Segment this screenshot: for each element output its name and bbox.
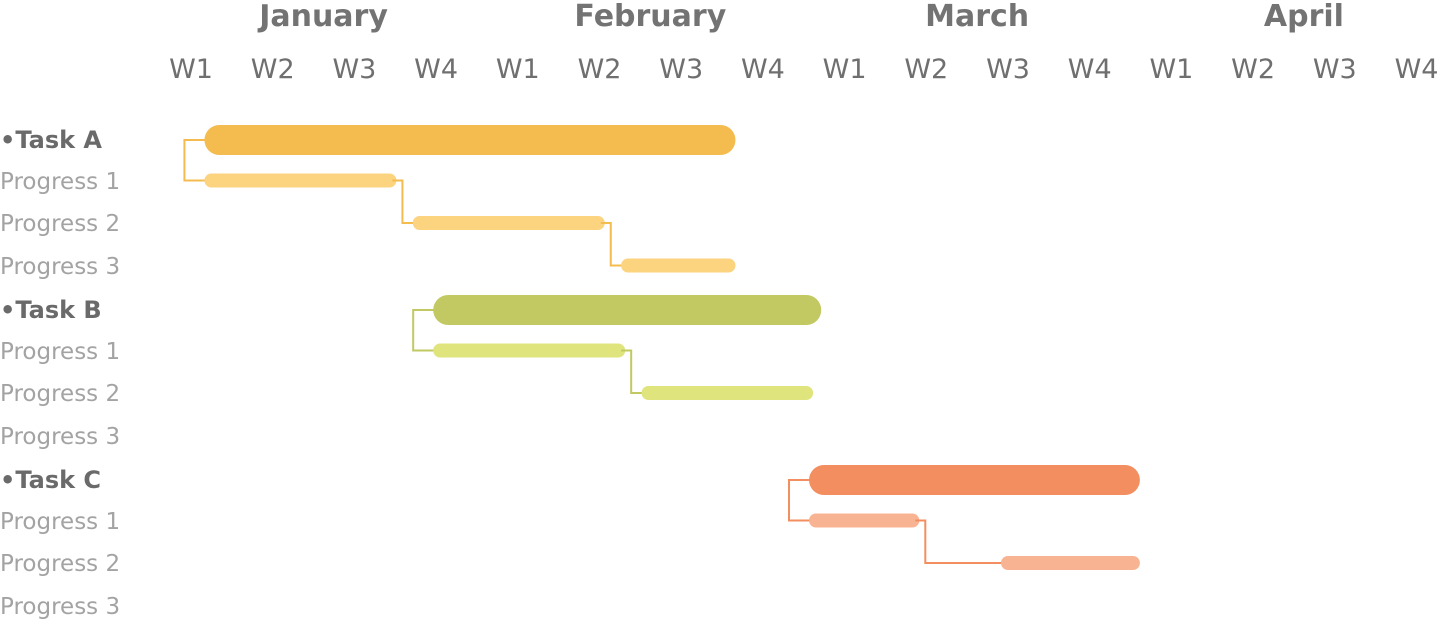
progress-label: Progress 3 (0, 593, 121, 619)
week-label: W1 (169, 54, 213, 85)
week-label: W4 (740, 54, 785, 85)
week-label: W2 (250, 54, 295, 85)
progress-label: Progress 1 (0, 508, 121, 535)
progress-bar (412, 216, 605, 230)
progress-label: Progress 2 (0, 551, 121, 577)
month-label: January (259, 0, 388, 34)
week-label: W3 (1312, 54, 1357, 85)
month-label: February (574, 0, 727, 34)
week-label: W3 (332, 54, 377, 85)
dependency-connector (600, 222, 626, 267)
week-label: W1 (1149, 54, 1194, 85)
week-label: W1 (822, 54, 867, 85)
progress-label: Progress 1 (0, 338, 121, 365)
dependency-connector (183, 139, 209, 182)
task-bar (433, 295, 822, 325)
progress-bar (433, 343, 626, 358)
week-label: W4 (1394, 54, 1439, 85)
week-label: W2 (1231, 54, 1276, 85)
task-bar (204, 125, 736, 155)
week-label: W4 (414, 54, 459, 85)
task-label: •Task C (0, 466, 102, 494)
task-label: •Task B (0, 296, 102, 324)
week-label: W4 (1067, 54, 1112, 85)
progress-label: Progress 2 (0, 381, 121, 407)
month-label: March (925, 0, 1030, 34)
progress-bar (1001, 556, 1140, 570)
week-label: W2 (577, 54, 622, 85)
dependency-connector (392, 179, 417, 224)
progress-bar (621, 258, 736, 273)
progress-label: Progress 3 (0, 423, 121, 450)
dependency-connector (915, 519, 1005, 564)
progress-label: Progress 3 (0, 253, 121, 280)
month-label: April (1263, 0, 1344, 34)
progress-bar (204, 173, 397, 188)
dependency-connector (788, 479, 814, 522)
progress-label: Progress 2 (0, 211, 121, 237)
dependency-connector (412, 309, 438, 352)
progress-label: Progress 1 (0, 168, 121, 195)
task-label: •Task A (0, 126, 102, 154)
dependency-connector (621, 349, 646, 394)
progress-bar (809, 513, 920, 528)
week-label: W3 (986, 54, 1030, 85)
week-label: W2 (904, 54, 949, 85)
week-label: W1 (495, 54, 540, 85)
week-label: W3 (659, 54, 704, 85)
progress-bar (641, 386, 814, 400)
task-bar (809, 465, 1140, 495)
